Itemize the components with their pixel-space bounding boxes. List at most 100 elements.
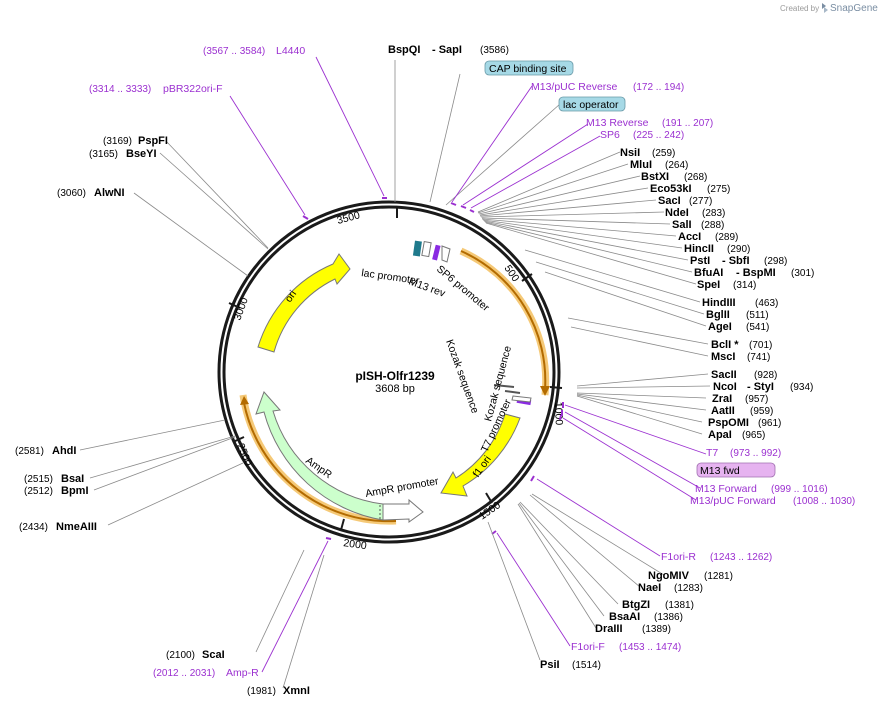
enzyme-hindiii: HindIII	[702, 297, 736, 309]
enzyme-eco53ki: Eco53kI	[650, 183, 692, 195]
kozak-mark-2	[504, 390, 521, 394]
enzyme-msci: MscI	[711, 351, 735, 363]
enzyme-bspmi: - BspMI	[736, 267, 776, 279]
primer-t7: T7	[706, 447, 718, 459]
enzyme-draiii-pos: (1389)	[642, 624, 671, 635]
enzyme-agei: AgeI	[708, 321, 732, 333]
enzyme-spei: SpeI	[697, 279, 720, 291]
primer-t7-pos: (973 .. 992)	[730, 448, 781, 459]
enzyme-pspomi: PspOMI	[708, 417, 749, 429]
enzyme-bglii: BglII	[706, 309, 730, 321]
ampr-promoter-feature	[382, 498, 424, 523]
primer-leader-lines	[229, 56, 707, 673]
enzyme-pspfi-pos: (3169)	[103, 136, 132, 147]
enzyme-acci: AccI	[678, 231, 701, 243]
enzyme-psii: PsiI	[540, 659, 560, 671]
enzyme-ahdi: AhdI	[52, 445, 76, 457]
enzyme-bfuai-pos: (301)	[791, 268, 814, 279]
enzyme-nsii: NsiI	[620, 147, 640, 159]
enzyme-aatii: AatII	[711, 405, 735, 417]
enzyme-apai: ApaI	[708, 429, 732, 441]
enzyme-hindiii-pos: (463)	[755, 298, 778, 309]
tick-1000: 1000	[552, 402, 565, 426]
primer-m13-forward: M13 Forward	[695, 483, 757, 495]
enzyme-styi: - StyI	[747, 381, 774, 393]
tick-2500: 2500	[234, 442, 254, 468]
enzyme-bpmi-pos: (2512)	[24, 486, 53, 497]
enzyme-ndei: NdeI	[665, 207, 689, 219]
enzyme-leader-lines	[79, 60, 711, 689]
enzyme-bspqi: BspQI	[388, 44, 420, 56]
plasmid-name: pISH-Olfr1239	[355, 369, 435, 383]
enzyme-sali: SalI	[672, 219, 692, 231]
enzyme-naei-pos: (1283)	[674, 583, 703, 594]
enzyme-bsai: BsaI	[61, 473, 84, 485]
enzyme-btgzi: BtgZI	[622, 599, 650, 611]
enzyme-saci-pos: (277)	[689, 196, 712, 207]
enzyme-zrai: ZraI	[712, 393, 732, 405]
enzyme-bstxi: BstXI	[641, 171, 669, 183]
primer-m13-reverse-pos: (191 .. 207)	[662, 118, 713, 129]
tick-2000: 2000	[343, 537, 368, 552]
enzyme-agei-pos: (541)	[746, 322, 769, 333]
enzyme-sapi-pos: (3586)	[480, 45, 509, 56]
kozak-mark-1	[493, 384, 515, 388]
f1-ori-feature	[440, 413, 521, 497]
enzyme-pspfi: PspFI	[138, 135, 168, 147]
backbone-inner	[222, 205, 556, 539]
enzyme-pspomi-pos: (961)	[758, 418, 781, 429]
enzyme-bseyi: BseYI	[126, 148, 157, 160]
lac-operator-label: lac operator	[563, 99, 619, 111]
enzyme-xmni-pos: (1981)	[247, 686, 276, 697]
enzyme-sapi: - SapI	[432, 44, 462, 56]
m13-rev-label: M13 rev	[407, 276, 447, 301]
enzyme-ncoi-pos: (934)	[790, 382, 813, 393]
enzyme-scai: ScaI	[202, 649, 225, 661]
enzyme-xmni: XmnI	[283, 685, 310, 697]
enzyme-bsaai-pos: (1386)	[654, 612, 683, 623]
enzyme-eco53ki-pos: (275)	[707, 184, 730, 195]
credit-brand: SnapGene	[830, 3, 878, 14]
tick-marks	[228, 207, 563, 531]
enzyme-ngomiv-pos: (1281)	[704, 571, 733, 582]
plasmid-length: 3608 bp	[375, 383, 415, 395]
enzyme-msci-pos: (741)	[747, 352, 770, 363]
credit-prefix: Created by	[780, 4, 819, 13]
enzyme-acci-pos: (289)	[715, 232, 738, 243]
ampr-outer-arrow	[243, 402, 397, 523]
primer-ampr: Amp-R	[226, 667, 259, 679]
enzyme-spei-pos: (314)	[733, 280, 756, 291]
enzyme-ngomiv: NgoMIV	[648, 570, 690, 582]
ampr-outer-arrowhead	[240, 396, 249, 405]
enzyme-saci: SacI	[658, 195, 681, 207]
m13-fwd-box	[696, 462, 776, 478]
enzyme-bsaai: BsaAI	[609, 611, 640, 623]
primer-m13puc-fwd-pos: (1008 .. 1030)	[793, 496, 855, 507]
enzyme-hincii-pos: (290)	[727, 244, 750, 255]
backbone-outer	[217, 200, 561, 544]
primer-pbr322: pBR322ori-F	[163, 83, 223, 95]
primer-sp6-pos: (225 .. 242)	[633, 130, 684, 141]
enzyme-sali-pos: (288)	[701, 220, 724, 231]
enzyme-scai-pos: (2100)	[166, 650, 195, 661]
primer-f1ori-r-pos: (1243 .. 1262)	[710, 552, 772, 563]
enzyme-psti: PstI	[690, 255, 710, 267]
t7-promoter-feature	[511, 395, 532, 403]
kozak-label-1: Kozak sequence	[443, 338, 481, 415]
lac-promoter-feature	[421, 241, 432, 258]
m13-fwd-label: M13 fwd	[700, 465, 740, 477]
enzyme-sacii-pos: (928)	[754, 370, 777, 381]
enzyme-mlui-pos: (264)	[665, 160, 688, 171]
enzyme-aatii-pos: (959)	[750, 406, 773, 417]
primer-f1ori-f: F1ori-F	[571, 641, 605, 653]
enzyme-btgzi-pos: (1381)	[665, 600, 694, 611]
enzyme-alwni-pos: (3060)	[57, 188, 86, 199]
enzyme-bglii-pos: (511)	[746, 310, 769, 321]
primer-m13-forward-pos: (999 .. 1016)	[771, 484, 828, 495]
enzyme-ncoi: NcoI	[713, 381, 737, 393]
sp6-promoter-arrow	[460, 250, 547, 391]
enzyme-bsai-pos: (2515)	[24, 474, 53, 485]
enzyme-apai-pos: (965)	[742, 430, 765, 441]
enzyme-nsii-pos: (259)	[652, 148, 675, 159]
